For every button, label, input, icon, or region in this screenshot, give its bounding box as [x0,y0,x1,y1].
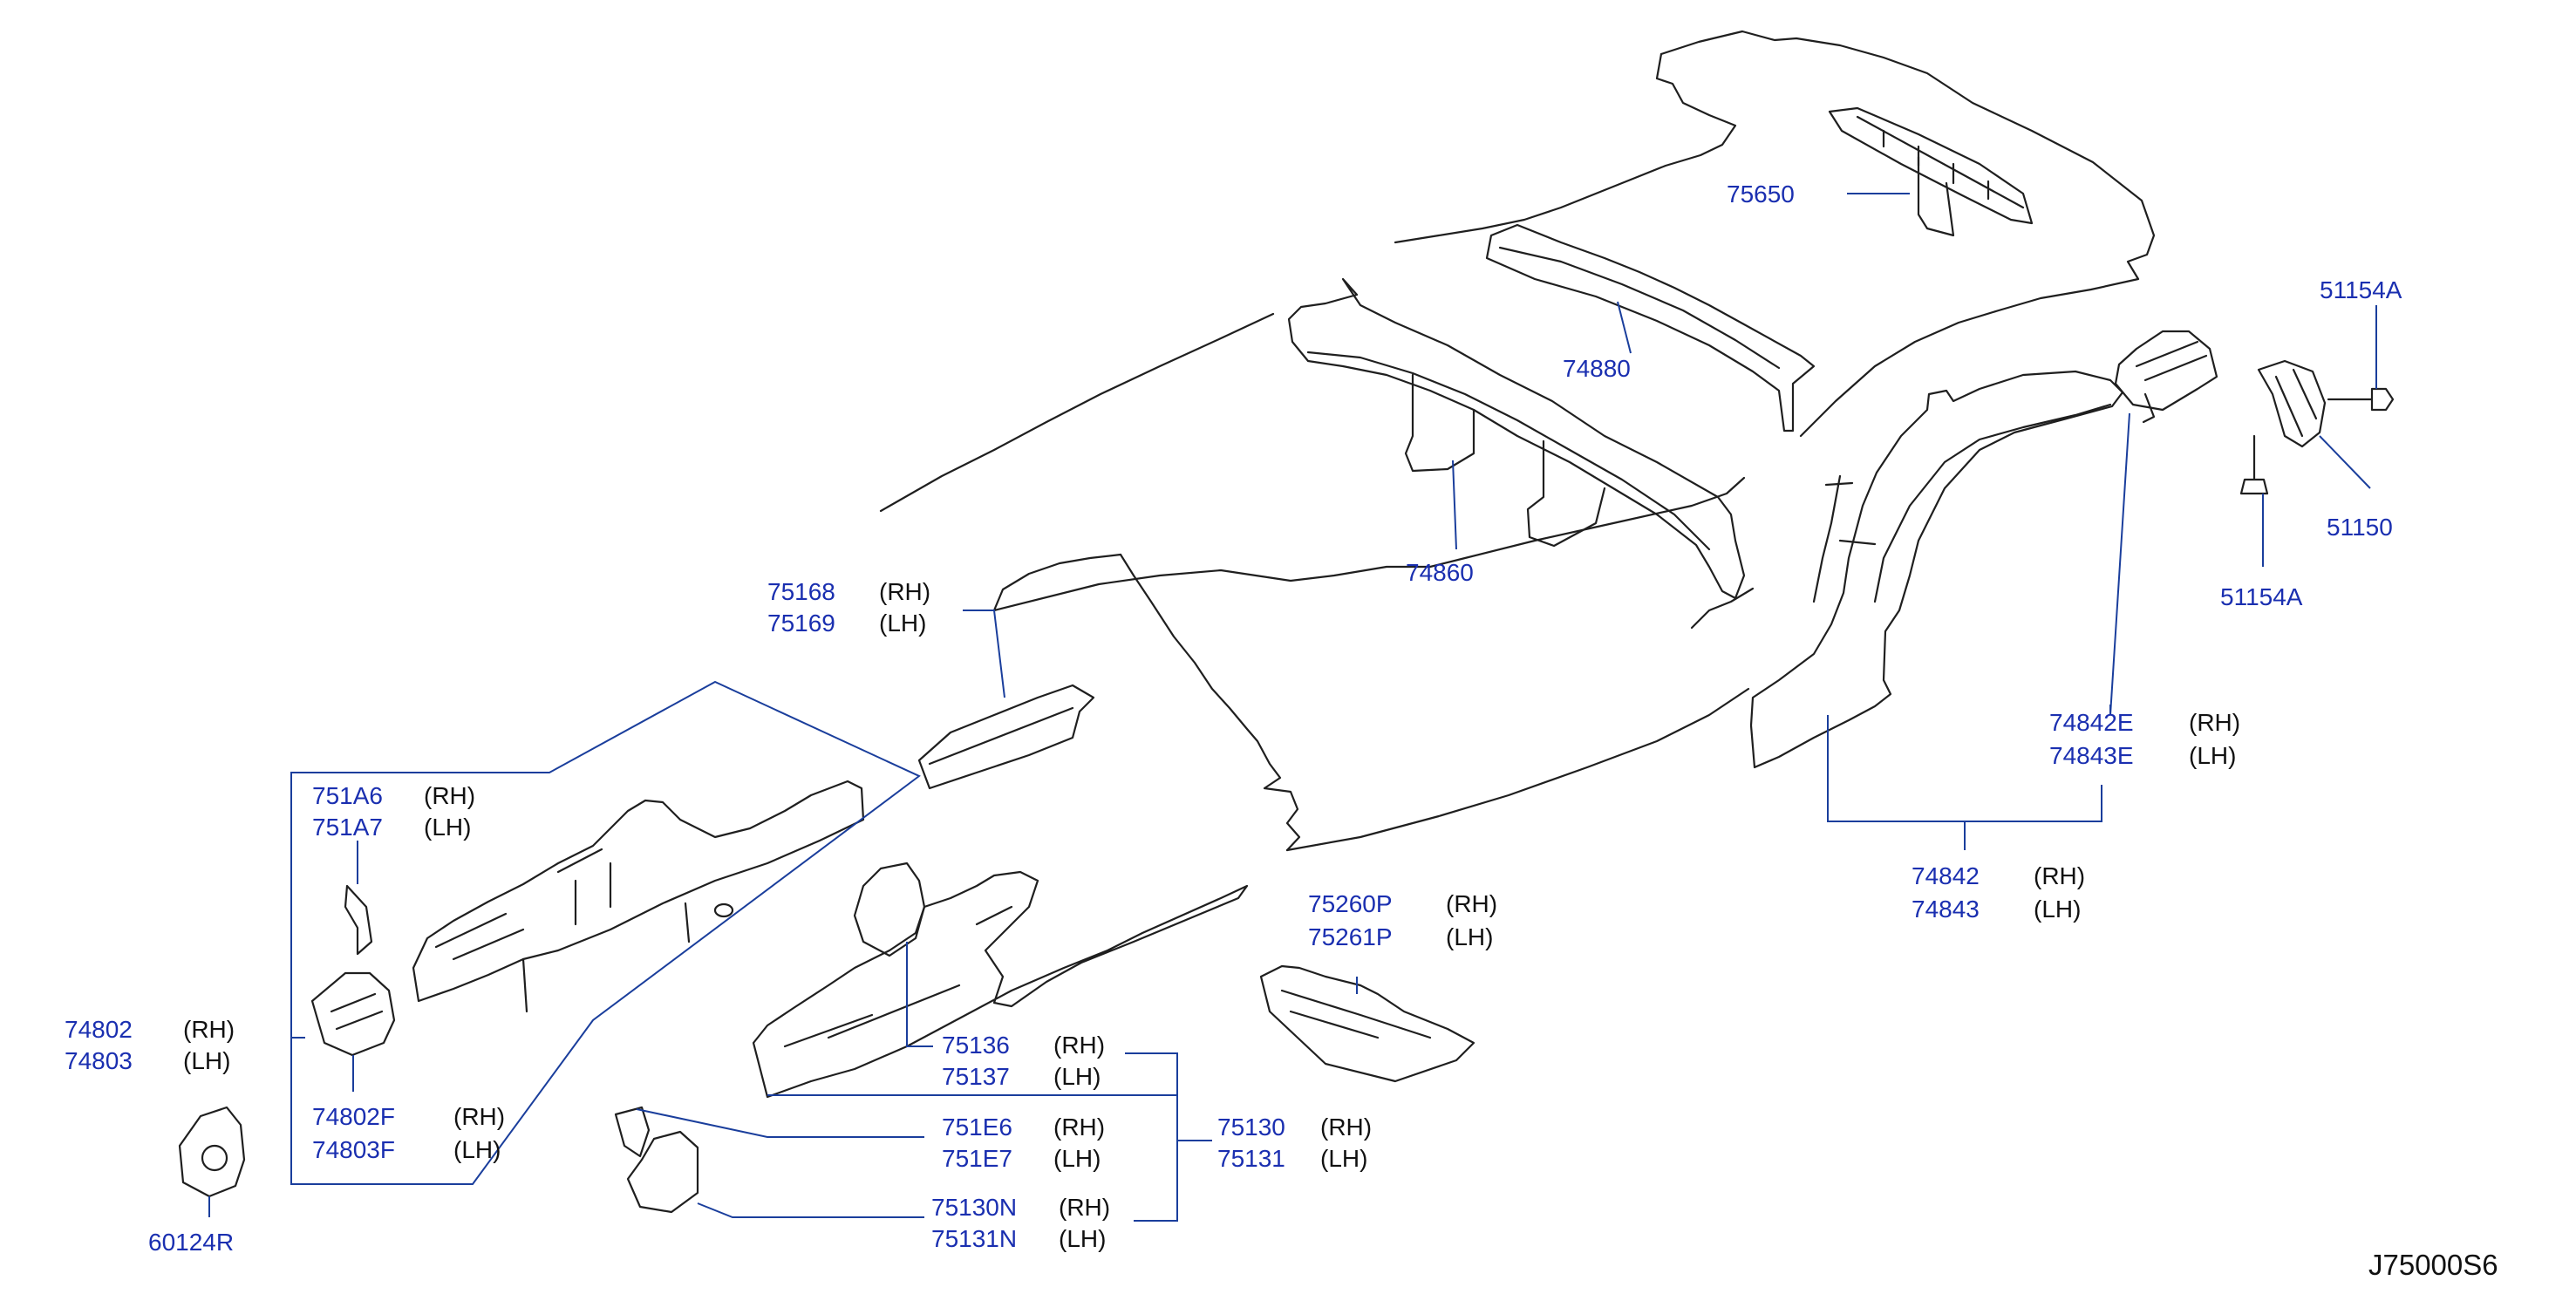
rear-floor-left-edge [1394,52,1737,244]
callout-part: 75130 [1217,1114,1285,1141]
floor-side-75260P-detail [1280,989,1432,1039]
callout-side: (LH) [1059,1225,1106,1252]
bracket-74802F-detail [330,992,384,1031]
front-side-member-751A6-ribs [434,848,612,961]
front-floor-bottom-edge [1285,687,1750,852]
wheelhouse-75136 [853,862,926,957]
reinforcement-75168 [917,684,1095,790]
callout-part: 751A7 [312,814,383,841]
bracket-51150 [2257,359,2327,448]
callout-part: 75650 [1727,180,1795,208]
front-floor-lower-edge [992,476,1746,612]
callout-part: 751E7 [942,1145,1012,1172]
reinforcement-75650-leg [1917,155,1955,237]
bolt-51154A-upper [2327,387,2395,412]
callout-side: (RH) [424,782,475,809]
callout-side: (RH) [879,578,930,605]
callout-part: 74843 [1912,896,1980,923]
callout-side: (LH) [424,814,471,841]
callout-side: (RH) [453,1103,505,1130]
callout-part: 51150 [2327,514,2393,541]
callout-side: (RH) [183,1016,235,1043]
rear-side-member-74842-inner [1873,403,2112,603]
callout-part: 75137 [942,1063,1010,1090]
callout-part: 75130N [931,1194,1017,1221]
rear-side-member-74842 [1749,370,2124,769]
callout-part: 75136 [942,1032,1010,1059]
callout-part: 75169 [767,610,835,637]
diagram-code: J75000S6 [2368,1249,2498,1281]
callout-side: (RH) [1059,1194,1110,1221]
crossmember-74860 [1287,277,1746,600]
front-side-member-75136-ribs [783,905,1013,1048]
callout-part: 74842E [2049,709,2134,736]
callout-part: 74803F [312,1136,395,1163]
callout-part: 74860 [1406,559,1474,586]
callout-side: (RH) [2189,709,2240,736]
mount-60124R [178,1106,246,1198]
bracket-751E6 [614,1106,651,1158]
crossmember-74880-flange [1498,246,1781,370]
callout-part: 74803 [65,1047,133,1074]
leader-lines [208,193,2377,1222]
callout-side: (RH) [2034,862,2085,889]
callout-part: 75131 [1217,1145,1285,1172]
rear-side-member-74842-flange [1812,474,1877,603]
floor-assembly-drawing [178,30,2395,1214]
reinforcement-75168-flange [928,706,1074,766]
callout-part: 751A6 [312,782,383,809]
callout-part: 75168 [767,578,835,605]
front-side-member-751A6 [412,780,865,1003]
crossmember-74860-bracket-right [1526,439,1606,548]
bolt-51154A-lower [2239,434,2269,495]
callout-side: (RH) [1053,1114,1105,1141]
callout-side: (LH) [183,1047,230,1074]
bracket-51150-fold [2274,368,2318,438]
floor-side-75260P [1259,964,1475,1083]
callout-part: 74802 [65,1016,133,1043]
callout-side: (RH) [1446,890,1497,917]
callout-part: 75131N [931,1225,1017,1252]
callout-side: (LH) [2189,742,2236,769]
callout-part: 74842 [1912,862,1980,889]
callout-part: 751E6 [942,1114,1012,1141]
callout-part: 51154A [2220,583,2303,610]
callout-part: 75260P [1308,890,1393,917]
callout-side: (LH) [1320,1145,1367,1172]
callout-side: (LH) [1053,1145,1101,1172]
callout-side: (LH) [1446,923,1493,950]
callout-side: (LH) [879,610,926,637]
callout-part: 60124R [148,1229,234,1256]
callout-side: (RH) [1053,1032,1105,1059]
front-floor-left-fold [1119,553,1301,852]
callout-part: 75261P [1308,923,1393,950]
bracket-74842E-detail [2135,340,2208,424]
crossmember-74860-bracket-left [1404,373,1475,473]
callout-part: 74843E [2049,742,2134,769]
front-side-member-75136 [752,870,1249,1099]
bracket-74842E [2114,330,2218,412]
bracket-75130N [626,1130,699,1214]
rear-floor-outline [1659,30,2156,438]
crossmember-74860-flange [1306,351,1711,551]
bracket-751A6 [344,884,373,956]
front-side-member-751A6-hole [713,902,734,918]
callout-part: 51154A [2320,276,2402,303]
callout-part: 74880 [1563,355,1631,382]
crossmember-74880 [1485,223,1816,432]
callout-side: (RH) [1320,1114,1372,1141]
callout-side: (LH) [453,1136,501,1163]
floor-tunnel-edge [1690,587,1755,630]
callout-labels: 75650 74880 74860 51154A 51150 51154A 75… [65,180,2498,1281]
callout-side: (LH) [2034,896,2081,923]
bracket-74802F [310,971,396,1057]
reinforcement-75650 [1828,106,2034,225]
callout-part: 74802F [312,1103,395,1130]
front-side-member-751A6-pins [521,902,691,1013]
callout-side: (LH) [1053,1063,1101,1090]
front-floor-outline [879,312,1275,513]
mount-60124R-bushing [201,1144,228,1172]
